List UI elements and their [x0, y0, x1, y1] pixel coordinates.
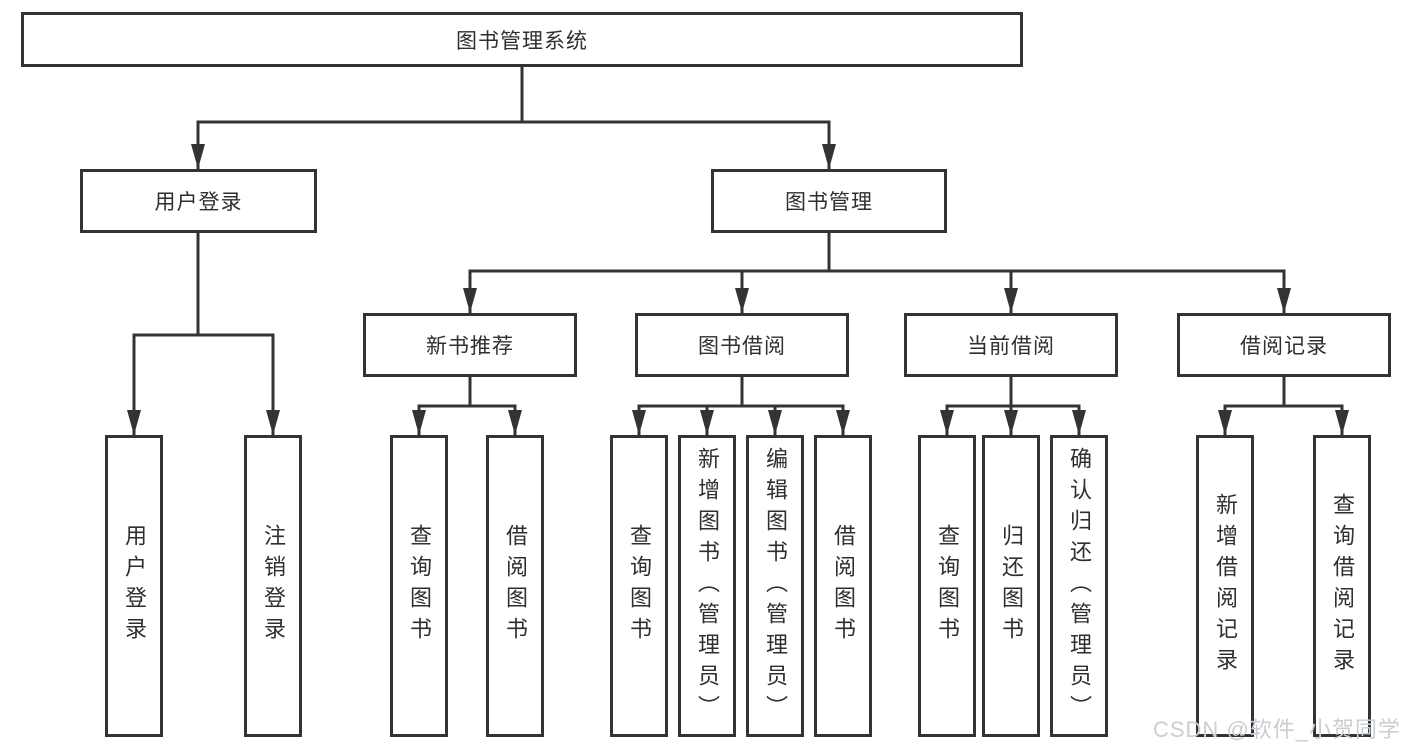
node-book-management: 图书管理	[711, 169, 947, 233]
leaf-query-books-2: 查询图书	[610, 435, 668, 737]
csdn-watermark: CSDN @软件_小贺同学	[1152, 717, 1401, 742]
node-user-login: 用户登录	[80, 169, 317, 233]
leaf-user-login: 用户登录	[105, 435, 163, 737]
leaf-query-books-3: 查询图书	[918, 435, 976, 737]
leaf-query-books-1: 查询图书	[390, 435, 448, 737]
leaf-query-borrow-record: 查询借阅记录	[1313, 435, 1371, 737]
leaf-confirm-return-admin: 确认归还（管理员）	[1050, 435, 1108, 737]
node-new-book-recommend: 新书推荐	[363, 313, 577, 377]
node-root-library-system: 图书管理系统	[21, 12, 1023, 67]
node-borrow-records: 借阅记录	[1177, 313, 1391, 377]
leaf-borrow-books-2: 借阅图书	[814, 435, 872, 737]
node-book-borrow: 图书借阅	[635, 313, 849, 377]
connectors	[127, 67, 1349, 435]
leaf-add-books-admin: 新增图书（管理员）	[678, 435, 736, 737]
leaf-logout: 注销登录	[244, 435, 302, 737]
leaf-edit-books-admin: 编辑图书（管理员）	[746, 435, 804, 737]
leaf-add-borrow-record: 新增借阅记录	[1196, 435, 1254, 737]
leaf-borrow-books-1: 借阅图书	[486, 435, 544, 737]
leaf-return-books: 归还图书	[982, 435, 1040, 737]
node-current-borrow: 当前借阅	[904, 313, 1118, 377]
